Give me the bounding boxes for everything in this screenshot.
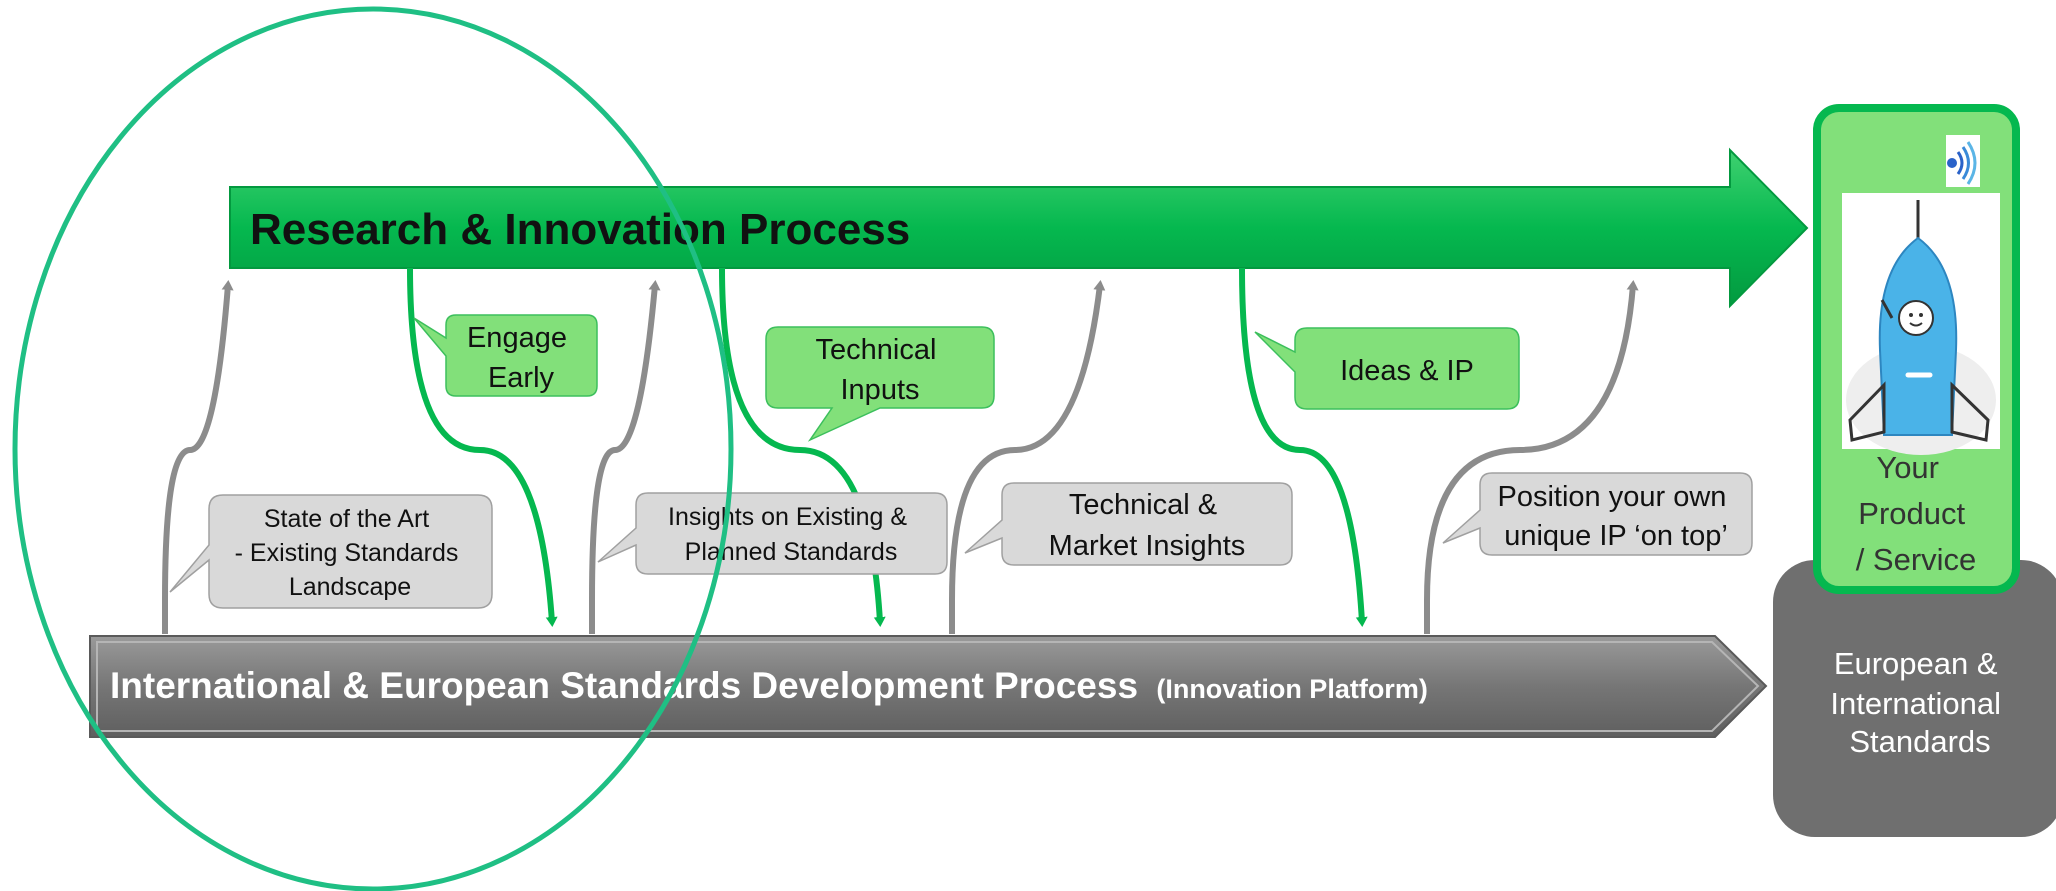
callout-ideas-ip: Ideas & IP <box>1254 327 1520 410</box>
upward-arrow-1 <box>162 280 234 634</box>
callout-position-ip: Position your own unique IP ‘on top’ <box>1442 472 1753 556</box>
upward-arrow-2 <box>589 280 661 634</box>
highlight-ellipse <box>12 6 734 891</box>
research-innovation-arrow <box>229 147 1809 309</box>
downward-arrow-1 <box>407 267 558 627</box>
wireless-signal-icon <box>1946 135 1980 187</box>
svg-text:Ideas & IP: Ideas & IP <box>1340 355 1474 387</box>
svg-text:Technical Inputs: Technical Inputs <box>816 334 945 406</box>
product-box-label: Your Product / Service <box>1856 450 1977 577</box>
callout-insights-existing: Insights on Existing & Planned Standards <box>597 492 948 575</box>
standards-arrow-label: International & European Standards Devel… <box>110 665 1428 706</box>
callout-technical-market: Technical & Market Insights <box>964 482 1293 566</box>
research-arrow-label: Research & Innovation Process <box>250 205 910 254</box>
standards-box <box>1773 560 2056 837</box>
standards-box-label: European & International Standards <box>1830 646 2009 759</box>
svg-text:Engage Early: Engage Early <box>467 322 575 394</box>
upward-arrow-4 <box>1424 280 1639 634</box>
callout-engage-early: Engage Early <box>413 314 598 397</box>
svg-text:Position your own unique: Position your own unique IP ‘on top’ <box>1498 481 1735 552</box>
upward-arrow-3 <box>949 280 1106 634</box>
callout-state-of-art: State of the Art - Existing Standards La… <box>169 494 493 609</box>
rocket-illustration-icon <box>1842 193 2000 455</box>
svg-text:Technical & Market Insig: Technical & Market Insights <box>1049 489 1246 562</box>
svg-text:State of the Art - Exist: State of the Art - Existing Standards La… <box>235 505 466 601</box>
downward-arrow-3 <box>1239 267 1368 627</box>
callout-technical-inputs: Technical Inputs <box>765 326 995 442</box>
